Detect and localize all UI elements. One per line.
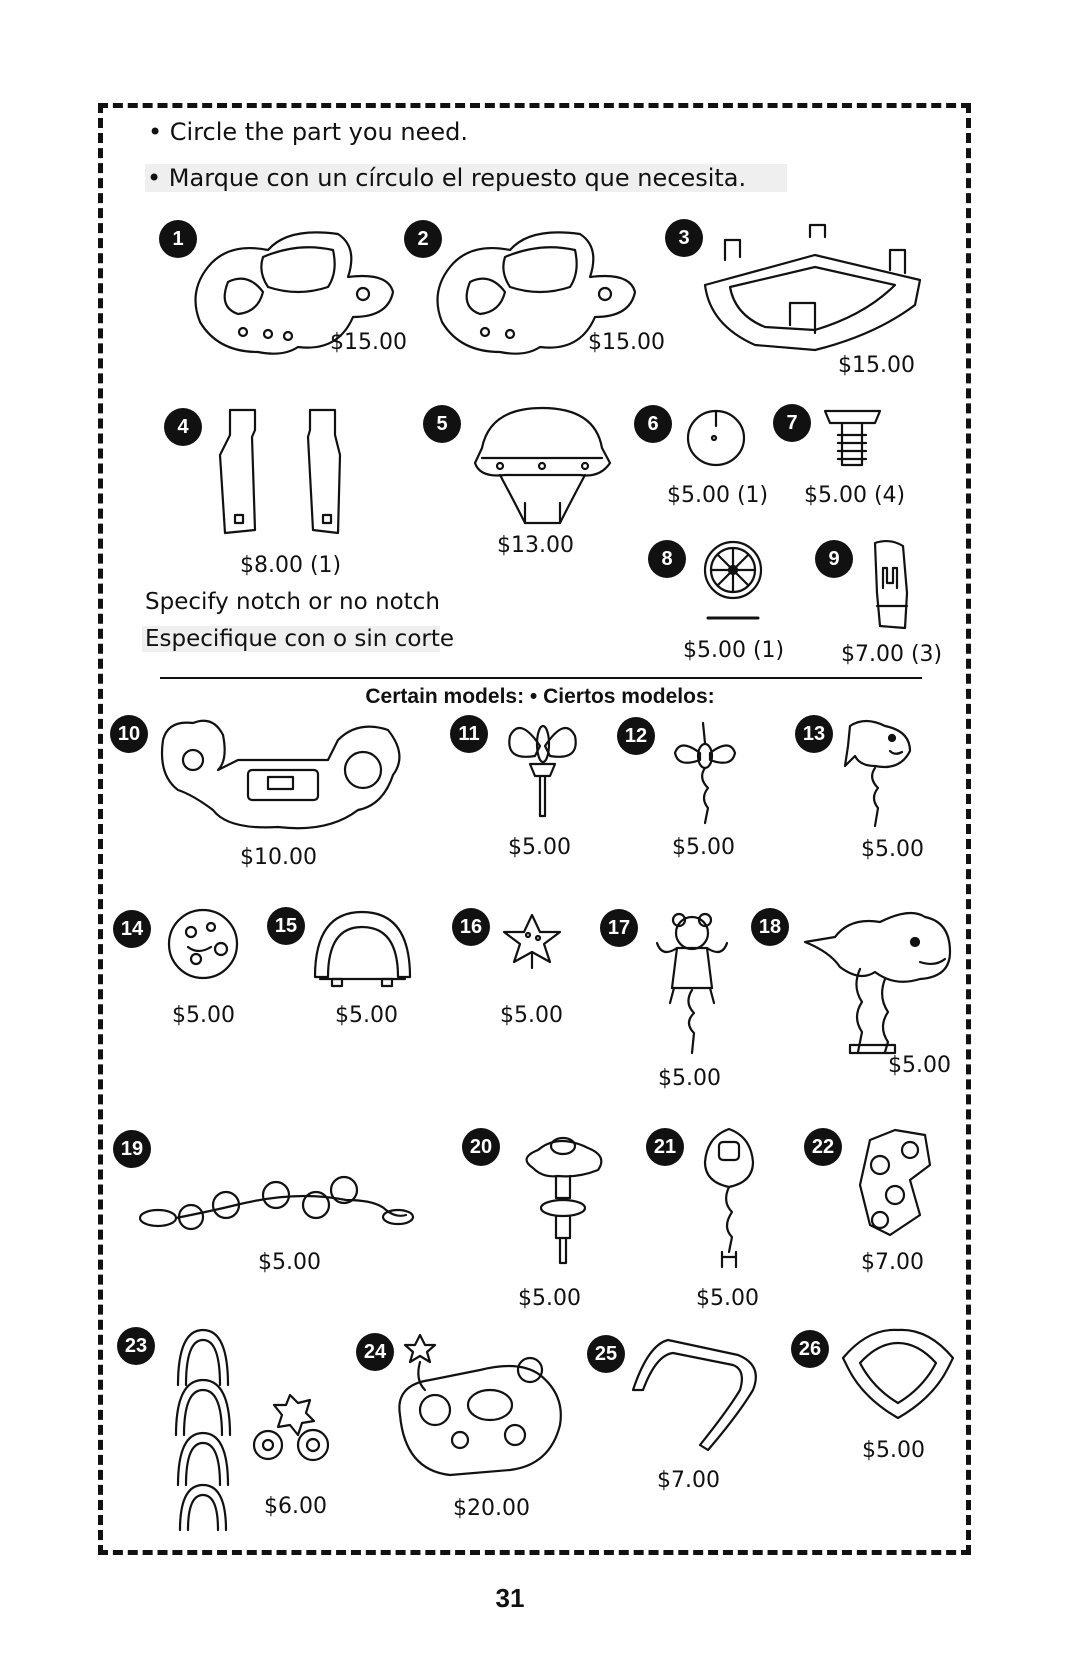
clip-illustration[interactable]	[865, 538, 915, 633]
part-number-badge: 13	[795, 715, 833, 753]
part-number-badge: 25	[587, 1335, 625, 1373]
part-price: $5.00 (1)	[667, 483, 769, 508]
page-number: 31	[495, 1583, 525, 1613]
sun-arch-illustration[interactable]	[310, 907, 415, 988]
bear-toy-illustration[interactable]	[652, 908, 732, 1058]
gear-toy-illustration[interactable]	[850, 1125, 935, 1245]
part-number-badge: 24	[356, 1333, 394, 1371]
part-number-badge: 21	[646, 1128, 684, 1166]
dragonfly-toy-illustration[interactable]	[670, 718, 740, 828]
parts-order-frame	[98, 103, 971, 1555]
part-number-badge: 12	[617, 717, 655, 755]
part-price: $5.00 (4)	[804, 483, 906, 508]
part-number-badge: 15	[267, 907, 305, 945]
part-number-badge: 11	[450, 715, 488, 753]
part-price: $5.00	[335, 1003, 398, 1028]
base-frame-illustration[interactable]	[695, 223, 925, 365]
part-price: $10.00	[240, 845, 317, 870]
screw-cap-illustration[interactable]	[820, 403, 885, 473]
part-number-badge: 4	[164, 408, 202, 446]
part-price: $5.00	[888, 1053, 951, 1078]
part-number-badge: 17	[600, 909, 638, 947]
part-number-badge: 18	[751, 908, 789, 946]
cow-toy-illustration[interactable]	[800, 907, 955, 1057]
bead-chain-illustration[interactable]	[136, 1170, 421, 1240]
part-number-badge: 10	[110, 715, 148, 753]
part-price: $7.00	[861, 1250, 924, 1275]
part-price: $20.00	[453, 1496, 530, 1521]
part-price: $7.00 (3)	[841, 642, 943, 667]
part-number-badge: 5	[423, 405, 461, 443]
toy-bar-illustration[interactable]	[158, 715, 408, 835]
part-price: $5.00	[696, 1286, 759, 1311]
activity-tray-illustration[interactable]	[390, 1325, 570, 1485]
part-price: $5.00	[500, 1003, 563, 1028]
part-number-badge: 16	[452, 908, 490, 946]
disc-illustration[interactable]	[684, 408, 749, 468]
part-number-badge: 1	[159, 220, 197, 258]
section-heading: Certain models: • Ciertos modelos:	[365, 685, 715, 708]
part-number-badge: 2	[404, 220, 442, 258]
part-price: $6.00	[264, 1494, 327, 1519]
seat-ring-illustration[interactable]	[430, 222, 640, 362]
part-price: $5.00 (1)	[683, 638, 785, 663]
seat-pad-illustration[interactable]	[470, 403, 615, 528]
part-number-badge: 22	[804, 1128, 842, 1166]
butterfly-toy-illustration[interactable]	[505, 716, 580, 826]
part-price: $8.00 (1)	[240, 553, 342, 578]
star-toy-illustration[interactable]	[500, 910, 565, 970]
part-number-badge: 6	[634, 405, 672, 443]
tray-cover-illustration[interactable]	[838, 1328, 958, 1423]
part-number-badge: 14	[113, 910, 151, 948]
arches-and-rings-illustration[interactable]	[168, 1325, 343, 1535]
part-number-badge: 20	[462, 1128, 500, 1166]
moon-ball-illustration[interactable]	[166, 907, 241, 982]
instruction-spanish: • Marque con un círculo el repuesto que …	[145, 164, 787, 192]
handle-illustration[interactable]	[628, 1335, 763, 1455]
tree-toy-illustration[interactable]	[518, 1128, 608, 1268]
part-price: $5.00	[861, 837, 924, 862]
note-especifique: Especifique con o sin corte	[142, 626, 454, 652]
part-number-badge: 23	[117, 1327, 155, 1365]
rocket-toy-illustration[interactable]	[697, 1127, 762, 1272]
part-price: $5.00	[672, 835, 735, 860]
part-price: $5.00	[258, 1250, 321, 1275]
part-price: $15.00	[838, 353, 915, 378]
part-number-badge: 8	[648, 540, 686, 578]
section-divider	[160, 677, 922, 679]
part-number-badge: 3	[665, 219, 703, 257]
part-number-badge: 7	[773, 404, 811, 442]
part-number-badge: 26	[791, 1330, 829, 1368]
part-price: $5.00	[518, 1286, 581, 1311]
seat-ring-illustration[interactable]	[188, 222, 398, 362]
part-price: $7.00	[657, 1468, 720, 1493]
part-price: $13.00	[497, 533, 574, 558]
part-price: $5.00	[658, 1066, 721, 1091]
legs-illustration[interactable]	[210, 405, 370, 540]
part-price: $5.00	[172, 1003, 235, 1028]
part-price: $5.00	[862, 1438, 925, 1463]
part-number-badge: 9	[815, 540, 853, 578]
instruction-english: • Circle the part you need.	[148, 118, 469, 146]
part-price: $15.00	[588, 330, 665, 355]
fish-toy-illustration[interactable]	[840, 716, 915, 831]
note-specify: Specify notch or no notch	[145, 589, 440, 615]
part-price: $15.00	[330, 330, 407, 355]
part-number-badge: 19	[113, 1130, 151, 1168]
wheel-illustration[interactable]	[698, 540, 768, 625]
part-price: $5.00	[508, 835, 571, 860]
